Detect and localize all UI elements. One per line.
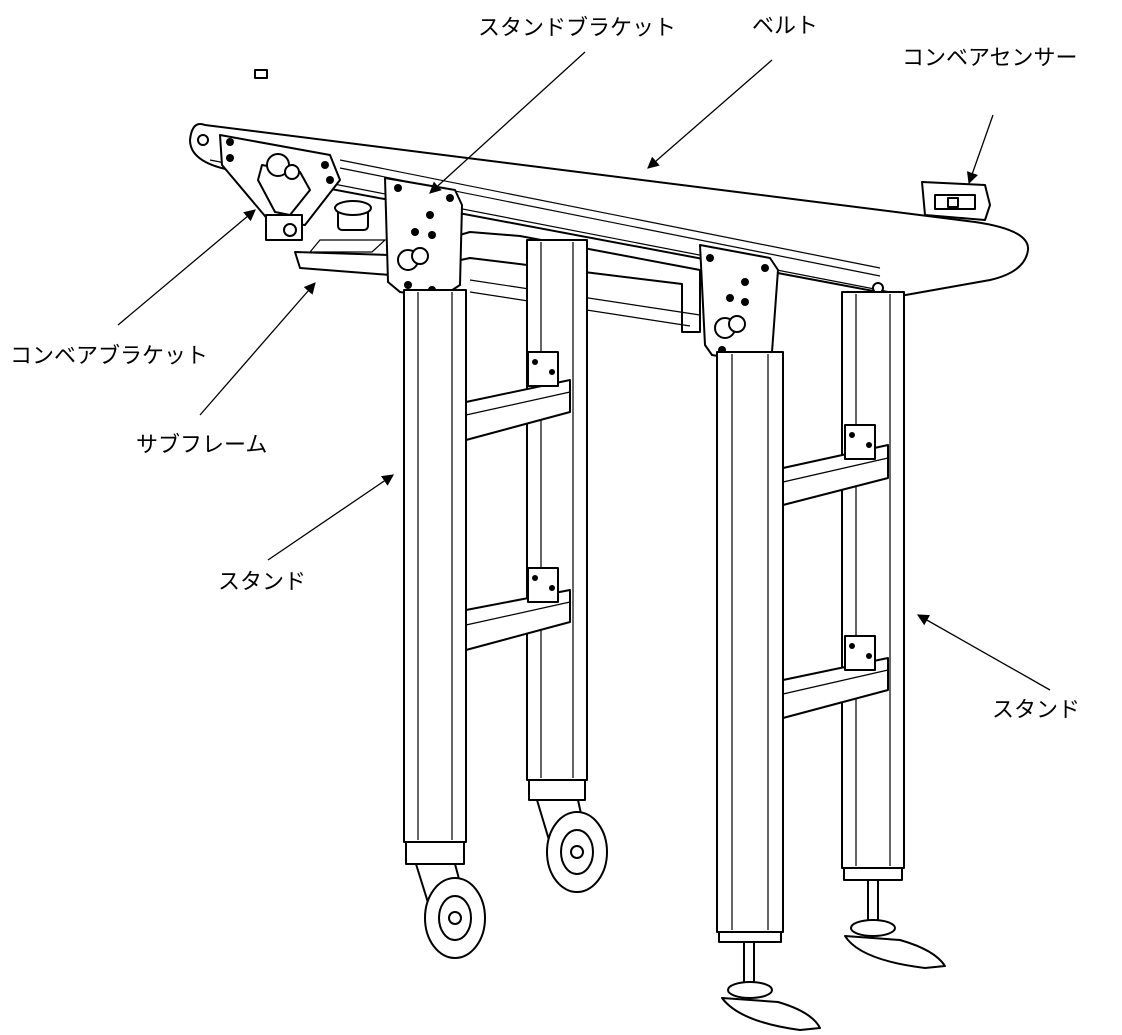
label-stand-left: スタンド <box>218 570 307 595</box>
label-belt: ベルト <box>752 14 819 39</box>
cross-member-right-upper <box>782 424 889 506</box>
leveling-foot-front-right <box>721 941 821 1031</box>
conveyor-sensor <box>921 181 991 221</box>
stand-leg-rear-right <box>841 291 905 881</box>
label-subframe: サブフレーム <box>136 433 268 458</box>
caster-rear-left <box>536 799 608 893</box>
leveling-foot-rear-right <box>844 879 946 969</box>
stand-leg-rear-left <box>526 239 588 801</box>
stand-leg-front-right <box>716 351 784 943</box>
conveyor-bracket-plate <box>219 134 341 241</box>
label-conveyor-sensor: コンベアセンサー <box>902 46 1078 71</box>
cross-member-left-lower <box>465 567 571 651</box>
leader-stand-left <box>267 474 394 561</box>
label-stand-bracket: スタンドブラケット <box>478 16 677 41</box>
label-conveyor-bracket: コンベアブラケット <box>10 344 209 369</box>
stand-bracket-left <box>384 177 463 299</box>
leader-stand-bracket <box>429 51 586 194</box>
caster-front-left <box>415 863 486 959</box>
leader-stand-right <box>916 614 1051 691</box>
stand-bracket-right <box>699 244 779 363</box>
stand-leg-front-left <box>403 289 467 865</box>
cross-member-right-lower <box>782 635 889 719</box>
leader-conveyor-bracket <box>117 209 256 326</box>
leader-belt <box>647 59 773 169</box>
leader-conveyor-sensor <box>966 114 994 185</box>
label-stand-right: スタンド <box>992 698 1081 723</box>
cross-member-left-upper <box>465 351 571 441</box>
leader-subframe <box>199 282 316 416</box>
